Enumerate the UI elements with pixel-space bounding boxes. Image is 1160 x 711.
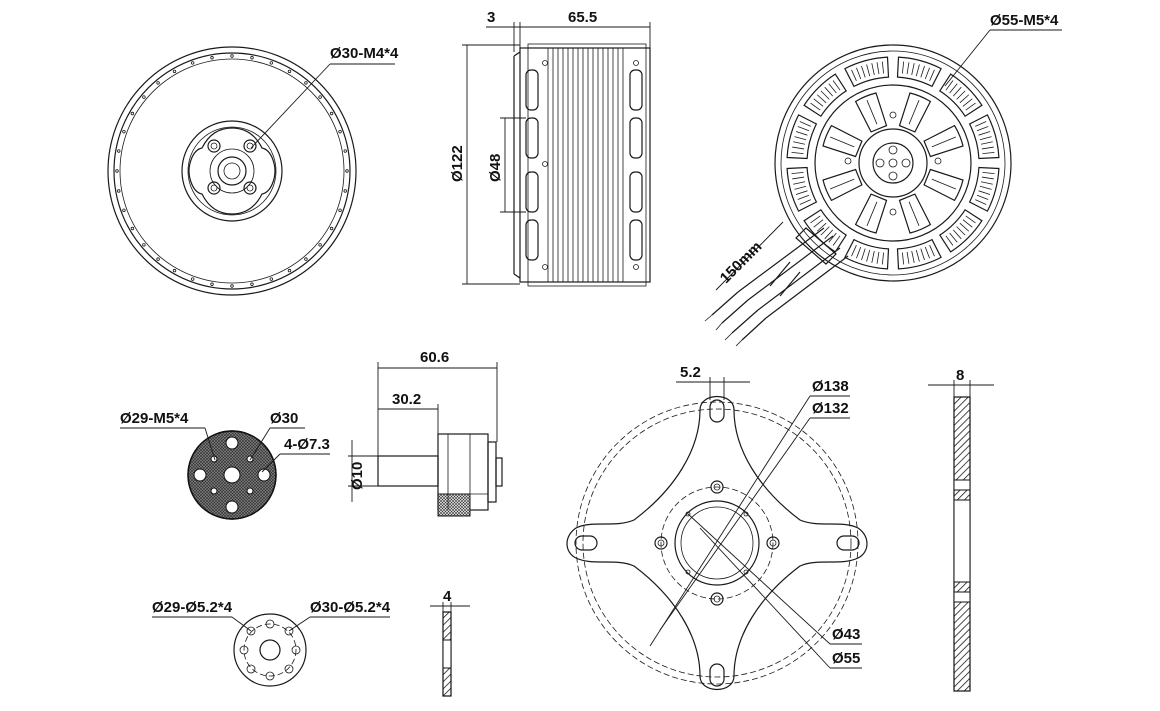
label-inner-diameter: Ø48 xyxy=(487,154,504,182)
label-shaft-diameter: Ø10 xyxy=(349,462,366,490)
side-view: 3 65.5 Ø122 Ø48 xyxy=(449,9,651,287)
washer-view: Ø29-Ø5.2*4 Ø30-Ø5.2*4 xyxy=(152,599,391,687)
label-cable-length: 150mm xyxy=(717,238,766,287)
rim-dots xyxy=(115,54,349,288)
label-shaft-length: 30.2 xyxy=(392,391,421,408)
cooling-fins xyxy=(547,48,624,282)
label-prop-adapter-pcd: Ø30 xyxy=(270,410,298,427)
stator-segments xyxy=(786,56,1000,270)
label-flange-holes: Ø30-M4*4 xyxy=(330,45,399,62)
label-outer-diameter: Ø122 xyxy=(449,145,466,182)
label-shoulder-width: 3 xyxy=(487,9,495,26)
label-mount-inner-pcd: Ø132 xyxy=(812,400,849,417)
mount-side-view: 8 xyxy=(928,367,994,692)
label-motor-height: 65.5 xyxy=(568,9,597,26)
bottom-view: Ø30-M4*4 xyxy=(107,45,399,296)
top-view: 150mm Ø55-M5*4 xyxy=(704,12,1062,347)
label-washer-holes-b: Ø30-Ø5.2*4 xyxy=(310,599,391,616)
label-prop-adapter-slots: 4-Ø7.3 xyxy=(284,436,330,453)
label-washer-thickness: 4 xyxy=(443,588,452,605)
label-mount-outer-pcd: Ø138 xyxy=(812,378,849,395)
washer-side-view: 4 xyxy=(430,588,470,697)
label-mount-center-hole: Ø43 xyxy=(832,626,860,643)
side-windows xyxy=(525,60,643,270)
mount-plate-view: Ø138 Ø132 Ø43 Ø55 5.2 xyxy=(566,364,868,690)
mount-cross xyxy=(566,396,868,690)
flange-hub xyxy=(188,127,276,215)
label-shaft-total-length: 60.6 xyxy=(420,349,449,366)
label-mount-slot-width: 5.2 xyxy=(680,364,701,381)
spokes xyxy=(822,92,964,234)
label-washer-holes-a: Ø29-Ø5.2*4 xyxy=(152,599,233,616)
cable-bundle xyxy=(704,227,849,347)
shaft-view: 60.6 30.2 Ø10 xyxy=(348,349,503,517)
label-mount-thickness: 8 xyxy=(956,367,964,384)
label-prop-adapter-holes: Ø29-M5*4 xyxy=(120,410,189,427)
prop-adapter-view: Ø29-M5*4 Ø30 4-Ø7.3 xyxy=(120,410,330,520)
label-top-holes: Ø55-M5*4 xyxy=(990,12,1059,29)
label-mount-bolt-circle: Ø55 xyxy=(832,650,860,667)
